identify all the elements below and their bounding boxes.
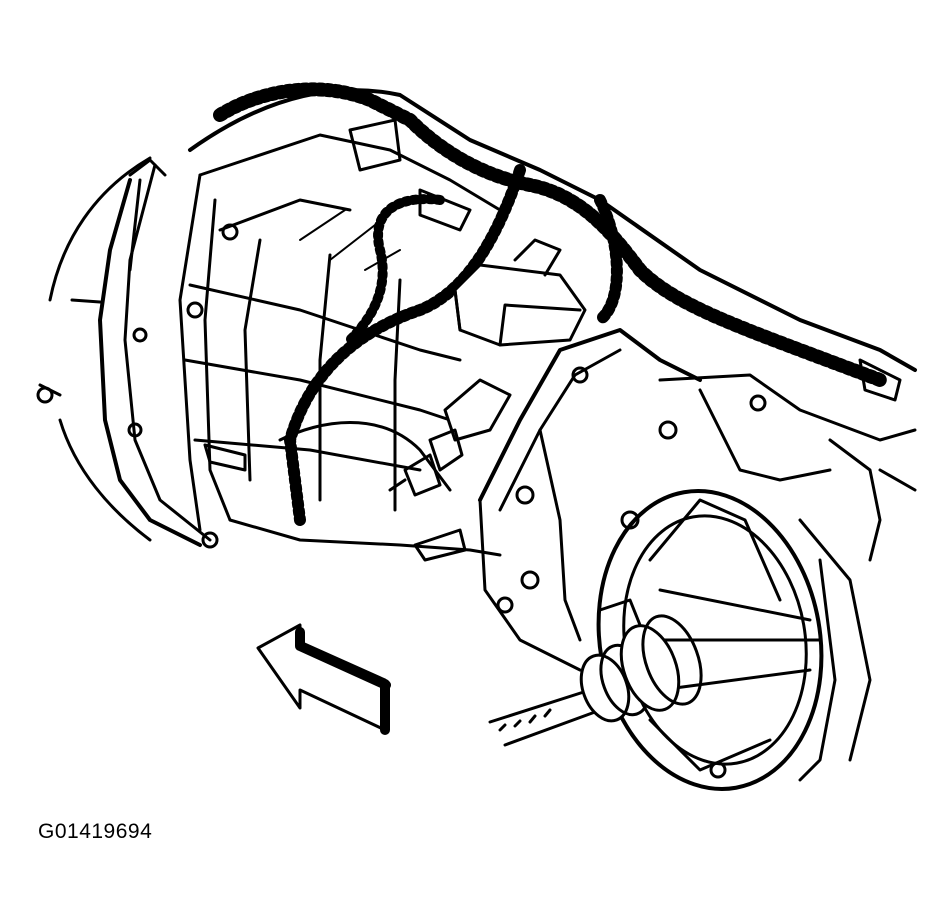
control-module <box>453 238 587 347</box>
bell-housing <box>36 156 219 549</box>
cable-and-boot <box>488 598 703 747</box>
speed-sensor <box>388 378 512 497</box>
figure-id-label: G01419694 <box>38 820 153 843</box>
wiring-harness <box>213 82 902 526</box>
front-direction-arrow <box>256 623 391 735</box>
tail-housing <box>478 328 917 672</box>
output-flange <box>596 489 872 791</box>
